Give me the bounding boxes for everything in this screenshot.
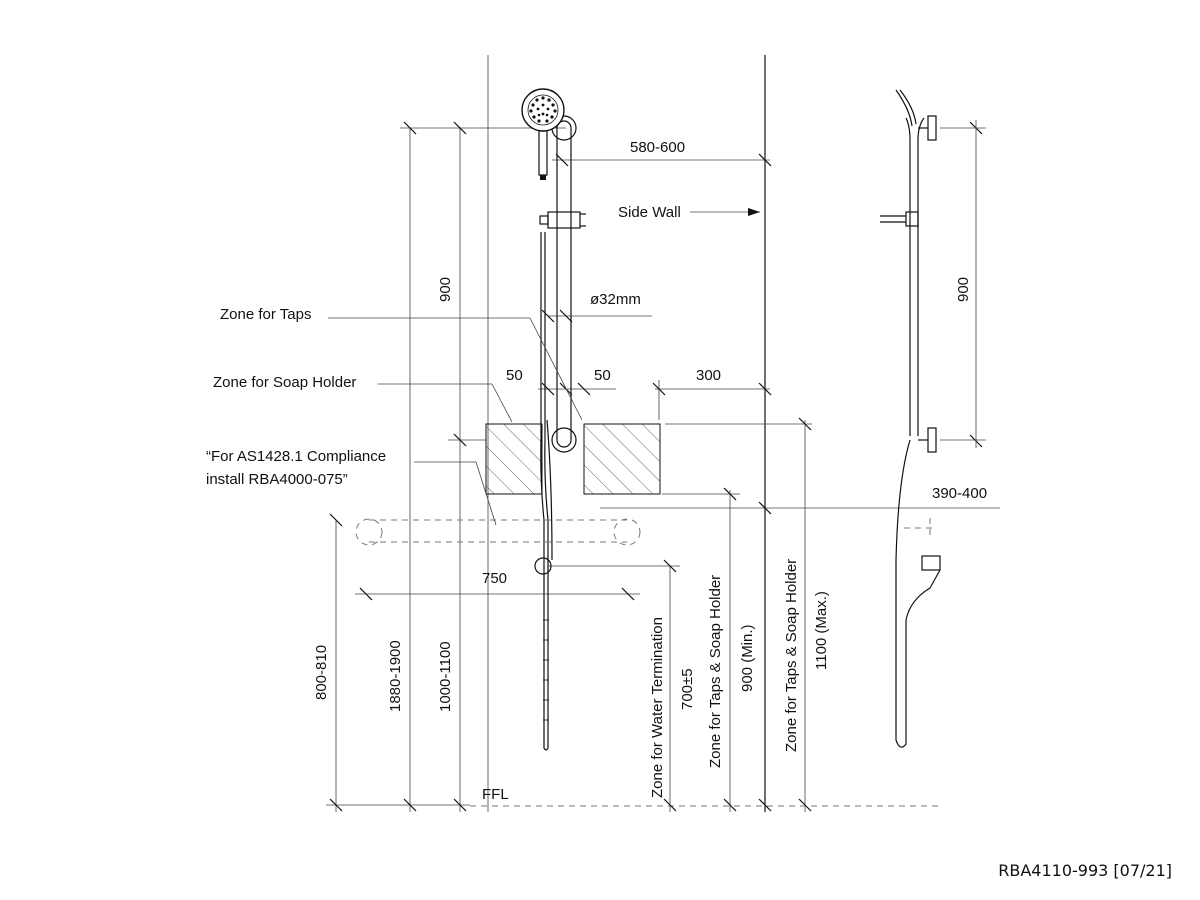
zone-soap-label: Zone for Soap Holder bbox=[213, 374, 356, 391]
horizontal-dimension-text: 580-600 50 50 300 390-400 750 bbox=[482, 139, 987, 587]
dim-900-front: 900 bbox=[437, 277, 454, 302]
side-wall-label: Side Wall bbox=[618, 204, 681, 221]
compliance-note-line2: install RBA4000-075” bbox=[206, 471, 348, 488]
compliance-note-line1: “For AS1428.1 Compliance bbox=[206, 448, 386, 465]
tap-zone bbox=[583, 423, 661, 495]
soap-holder-zone bbox=[485, 423, 543, 495]
zone-labels: Zone for Taps Zone for Soap Holder “For … bbox=[206, 204, 681, 803]
dimension-ticks bbox=[329, 121, 983, 812]
shower-rail-front bbox=[539, 115, 586, 453]
dim-300: 300 bbox=[696, 367, 721, 384]
dim-580-600: 580-600 bbox=[630, 139, 685, 156]
leader-lines bbox=[328, 208, 760, 526]
vertical-dimension-lines bbox=[335, 55, 806, 812]
ffl-label: FFL bbox=[482, 786, 509, 803]
dim-700: 700±5 bbox=[679, 668, 696, 710]
zone-taps-label: Zone for Taps bbox=[220, 306, 311, 323]
dim-1000-1100: 1000-1100 bbox=[437, 641, 454, 712]
dim-1880-1900: 1880-1900 bbox=[387, 640, 404, 712]
dim-750: 750 bbox=[482, 570, 507, 587]
dim-50-left: 50 bbox=[506, 367, 523, 384]
dim-800-810: 800-810 bbox=[313, 645, 330, 700]
shower-hose bbox=[534, 232, 553, 751]
water-termination-label: Zone for Water Termination bbox=[649, 617, 666, 798]
diameter-label: ø32mm bbox=[590, 291, 641, 308]
taps-soap-max-label: Zone for Taps & Soap Holder bbox=[783, 559, 800, 752]
taps-soap-min-label: Zone for Taps & Soap Holder bbox=[707, 575, 724, 768]
dim-900-min: 900 (Min.) bbox=[739, 624, 756, 692]
hand-shower-head-icon bbox=[521, 88, 565, 180]
grab-rail-dashed bbox=[355, 518, 641, 546]
vertical-dimension-text: 900 900 800-810 1880-1900 1000-1100 Zone… bbox=[313, 277, 972, 798]
dim-390-400: 390-400 bbox=[932, 485, 987, 502]
drawing-reference: RBA4110-993 [07/21] bbox=[998, 861, 1172, 880]
dim-1100-max: 1100 (Max.) bbox=[813, 591, 830, 670]
side-elevation-rail bbox=[880, 89, 986, 748]
dim-50-right: 50 bbox=[594, 367, 611, 384]
dim-900-side: 900 bbox=[955, 277, 972, 302]
